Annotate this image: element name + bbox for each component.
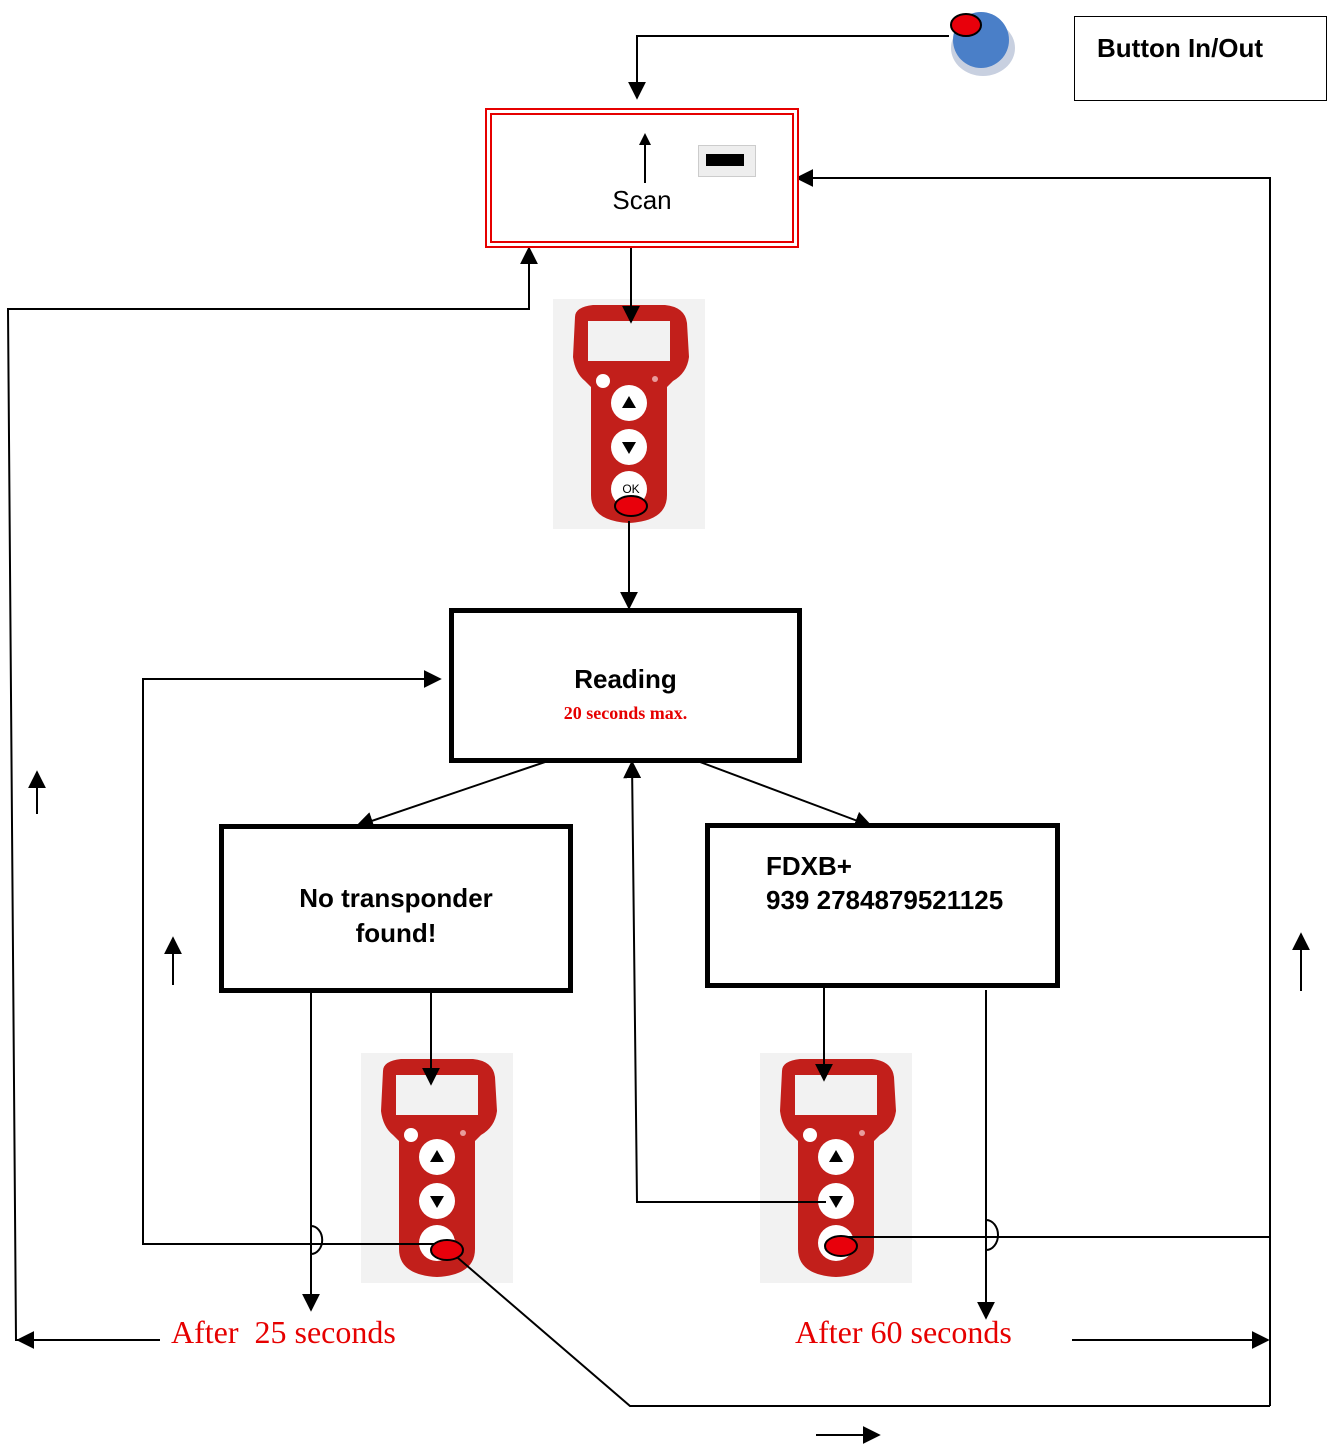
- timeout-25-label: After 25 seconds: [171, 1314, 396, 1350]
- press-indicator-dot: [824, 1235, 858, 1257]
- reading-box: Reading 20 seconds max.: [449, 608, 802, 763]
- legend-label: Button In/Out: [1097, 33, 1264, 63]
- press-indicator-dot: [614, 495, 648, 517]
- scan-label: Scan: [612, 185, 672, 215]
- handheld-reader-icon: OK: [553, 299, 705, 529]
- press-indicator-dot: [430, 1239, 464, 1261]
- tag-type: FDXB+: [766, 851, 852, 881]
- no-transponder-line1: No transponder: [299, 883, 493, 913]
- arrow-up-icon: [639, 133, 651, 183]
- tag-number: 939 2784879521125: [766, 885, 1004, 915]
- legend-box: Button In/Out: [1074, 16, 1327, 101]
- reading-subtitle: 20 seconds max.: [563, 703, 688, 723]
- reading-title: Reading: [574, 664, 677, 694]
- no-transponder-box: No transponder found!: [219, 824, 573, 993]
- no-transponder-line2: found!: [355, 918, 437, 948]
- power-button-icon[interactable]: [950, 12, 1015, 76]
- battery-icon: [698, 145, 756, 177]
- scan-screen-box: Scan: [485, 108, 799, 248]
- timeout-60-label: After 60 seconds: [795, 1314, 1012, 1350]
- ok-label: OK: [622, 482, 639, 496]
- tag-result-box: FDXB+ 939 2784879521125: [705, 823, 1060, 988]
